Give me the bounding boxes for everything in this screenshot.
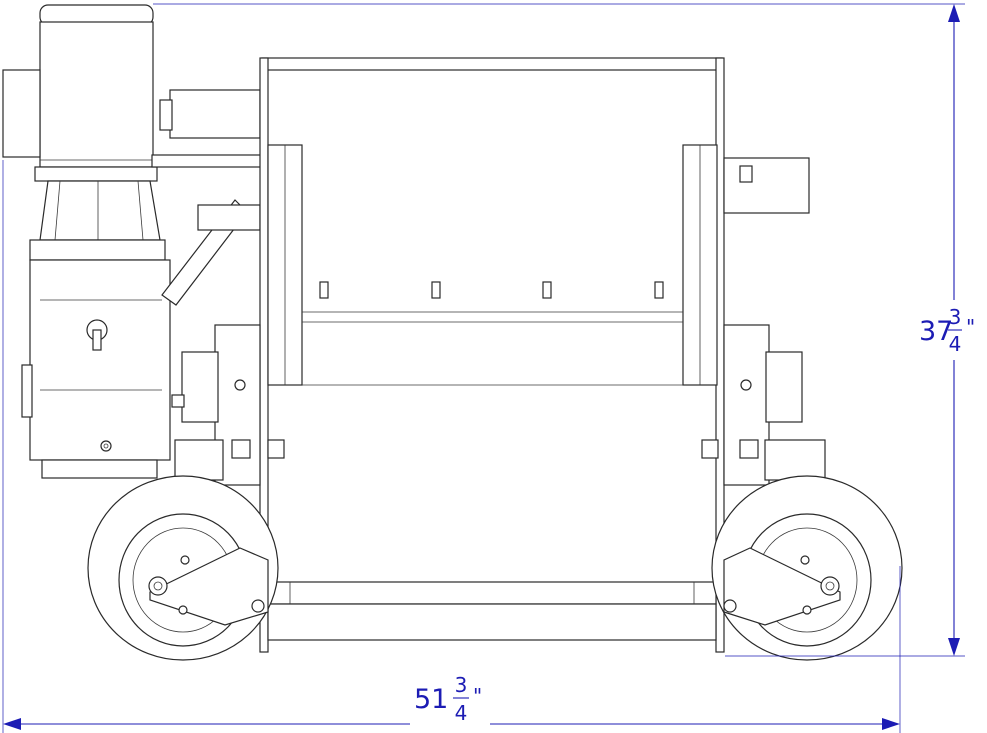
left-bearing-block [181,351,219,423]
right-wheel-fork [723,547,841,626]
right-bearing-block [765,351,803,423]
right-bearing-bolt [740,379,752,391]
slot-4 [654,281,664,299]
width-arrow-right [882,718,900,730]
left-nut-1 [171,394,185,408]
right-lower-block [764,439,826,481]
height-arrow-bottom [948,638,960,656]
right-cylinder [723,157,810,214]
right-bearing-assembly [701,324,826,486]
base-rail-upper [267,581,717,605]
slot-1 [319,281,329,299]
motor-flange [34,166,158,182]
right-fork-bolt-2 [802,605,812,615]
torque-arm-bracket [197,204,261,231]
top-cross-bar [151,154,263,168]
height-unit: " [966,315,975,339]
right-fork-bolt-1 [800,555,810,565]
left-axle [148,576,168,596]
right-axle [820,576,840,596]
main-frame [259,57,725,653]
cylinder-end-cap [159,99,173,131]
base-rail-lower [267,603,717,641]
height-arrow-top [948,4,960,22]
slot-2 [431,281,441,299]
right-cylinder-body [723,157,810,214]
left-bearing-bolt [234,379,246,391]
width-numerator: 3 [455,673,468,697]
height-dimension: 37 3 4 " [153,3,985,657]
right-cylinder-port [739,165,753,183]
motor-assembly [2,4,261,479]
height-numerator: 3 [949,305,962,329]
left-lower-block [174,439,224,481]
right-housing [723,324,770,486]
gearbox-base [41,459,158,479]
right-fork-pivot [723,599,737,613]
gearbox-top [29,239,166,261]
gearbox-body [29,259,171,461]
terminal-box [2,69,41,158]
height-denominator: 4 [949,332,962,356]
upper-cylinder [151,89,263,168]
drain-plug [100,440,112,452]
width-whole: 51 [414,684,448,715]
width-denominator: 4 [455,701,468,725]
left-wheel [87,475,279,661]
gearbox-key [92,329,102,351]
left-nut-3 [267,439,285,459]
left-fork-pivot [251,599,265,613]
width-arrow-left [3,718,21,730]
height-whole: 37 [919,316,953,347]
left-fork-bolt-1 [180,555,190,565]
left-fork-bolt-2 [178,605,188,615]
motor-body [39,21,154,168]
left-nut-2 [231,439,251,459]
right-nut-1 [739,439,759,459]
left-bearing-assembly [171,324,285,486]
cylinder-body [169,89,261,139]
slot-3 [542,281,552,299]
width-dimension: 51 3 4 " [2,160,901,733]
width-unit: " [473,684,482,708]
left-wheel-fork [149,547,269,626]
top-rail [261,57,723,71]
gearbox-side-plate [21,364,33,418]
right-nut-2 [701,439,719,459]
right-wheel [711,475,903,661]
